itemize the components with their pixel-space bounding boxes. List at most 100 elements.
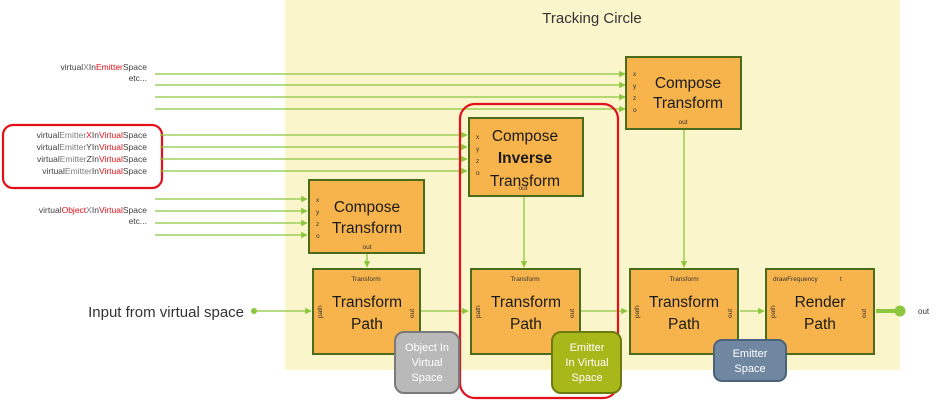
input-label-row-4: virtualEmitterYInVirtualSpace	[37, 142, 148, 152]
input-label-segment: In	[92, 166, 99, 176]
input-label-segment: Virtual	[99, 166, 123, 176]
emitter-inputs-highlight	[1, 123, 164, 190]
badge-emitter-in-virtual-space: Emitter In Virtual Space	[551, 331, 622, 394]
port-y: y	[316, 209, 320, 216]
port-path: path	[770, 305, 777, 318]
port-draw-frequency: drawFrequency	[773, 276, 819, 283]
input-label-segment: Emitter	[65, 166, 92, 176]
port-path: path	[634, 305, 641, 318]
input-label-segment: X	[86, 130, 92, 140]
badge-line-1: Object In	[405, 342, 449, 354]
node-title-line-2: Transform	[653, 95, 723, 112]
port-out: out	[362, 244, 371, 251]
input-label-segment: Space	[123, 130, 147, 140]
port-out: out	[569, 309, 576, 318]
port-x: x	[476, 134, 480, 141]
input-label-row-7: virtualObjectXInVirtualSpace	[39, 205, 147, 215]
port-z: z	[633, 95, 636, 102]
node-title-line-3: Transform	[490, 173, 560, 190]
port-transform: Transform	[510, 276, 539, 283]
input-label-segment: virtual	[37, 142, 60, 152]
node-title-line-2: Path	[351, 316, 383, 333]
input-label-segment: Space	[123, 142, 147, 152]
input-label-segment: Virtual	[99, 142, 123, 152]
badge-line-3: Space	[411, 372, 442, 384]
badge-line-1: Emitter	[733, 348, 768, 360]
node-title-line-1: Compose	[334, 199, 400, 216]
badge-line-2: Space	[734, 363, 765, 375]
input-label-segment: Y	[86, 142, 92, 152]
port-out: out	[727, 309, 734, 318]
node-title-line-1: Render	[795, 294, 846, 311]
port-o: o	[316, 233, 320, 240]
input-label-segment: Virtual	[99, 205, 123, 215]
port-x: x	[633, 71, 637, 78]
badge-object-in-virtual-space: Object In Virtual Space	[394, 331, 460, 394]
node-title-line-1: Transform	[649, 294, 719, 311]
input-label-segment: X	[83, 62, 89, 72]
port-out: out	[861, 309, 868, 318]
input-label-segment: Space	[123, 154, 147, 164]
input-label-segment: Emitter	[59, 142, 86, 152]
input-label-segment: virtual	[42, 166, 65, 176]
node-title-line-1: Transform	[332, 294, 402, 311]
input-label-segment: virtual	[37, 130, 60, 140]
input-label-segment: Object	[62, 205, 87, 215]
input-label-segment: Emitter	[96, 62, 123, 72]
input-label: Input from virtual space	[88, 304, 244, 321]
node-title-line-2: Path	[668, 316, 700, 333]
port-path: path	[475, 305, 482, 318]
badge-line-3: Space	[571, 372, 602, 384]
input-label-segment: In	[89, 62, 96, 72]
port-transform: Transform	[669, 276, 698, 283]
input-label-row-5: virtualEmitterZInVirtualSpace	[37, 154, 147, 164]
port-out: out	[409, 309, 416, 318]
input-label-segment: virtual	[61, 62, 84, 72]
input-label-row-8: etc...	[129, 216, 147, 226]
port-y: y	[633, 83, 637, 90]
input-label-segment: virtual	[39, 205, 62, 215]
transform-path-2-node: Transform Transform Path path out	[470, 268, 581, 355]
input-label-segment: In	[92, 130, 99, 140]
input-label-segment: Z	[87, 154, 92, 164]
input-label-segment: Emitter	[59, 130, 86, 140]
output-label: out	[918, 307, 930, 316]
node-title-line-2: Path	[804, 316, 836, 333]
badge-line-2: Virtual	[412, 357, 443, 369]
input-label-segment: etc...	[129, 216, 147, 226]
port-out: out	[518, 185, 527, 192]
input-dot	[251, 308, 257, 314]
node-title-line-1: Compose	[492, 128, 558, 145]
input-label-segment: X	[86, 205, 92, 215]
input-label-row-3: virtualEmitterXInVirtualSpace	[37, 130, 148, 140]
input-label-row-2: etc...	[129, 73, 147, 83]
input-label-segment: Virtual	[99, 130, 123, 140]
port-z: z	[316, 221, 319, 228]
input-label-segment: Emitter	[60, 154, 87, 164]
node-title-line-2: Path	[510, 316, 542, 333]
port-y: y	[476, 146, 480, 153]
badge-emitter-space: Emitter Space	[713, 339, 787, 382]
inverse-column-highlight	[458, 102, 620, 400]
input-label-segment: Space	[123, 62, 147, 72]
badge-line-2: In Virtual	[565, 357, 608, 369]
input-label-row-1: virtualXInEmitterSpace	[61, 62, 148, 72]
input-label-segment: Space	[123, 205, 147, 215]
input-label-segment: virtual	[37, 154, 60, 164]
port-o: o	[633, 107, 637, 114]
input-label-segment: Space	[123, 166, 147, 176]
input-label-segment: In	[92, 205, 99, 215]
port-out: out	[678, 119, 687, 126]
input-label-segment: etc...	[129, 73, 147, 83]
input-label-segment: In	[92, 142, 99, 152]
badge-line-1: Emitter	[570, 342, 605, 354]
compose-transform-left-node: x y z o Compose Transform out	[308, 179, 425, 254]
node-title-line-1: Compose	[655, 75, 721, 92]
node-title-line-2: Inverse	[498, 150, 553, 167]
node-title-line-1: Transform	[491, 294, 561, 311]
input-label-segment: In	[92, 154, 99, 164]
port-z: z	[476, 158, 479, 165]
port-transform: Transform	[351, 276, 380, 283]
port-t: t	[840, 276, 842, 283]
